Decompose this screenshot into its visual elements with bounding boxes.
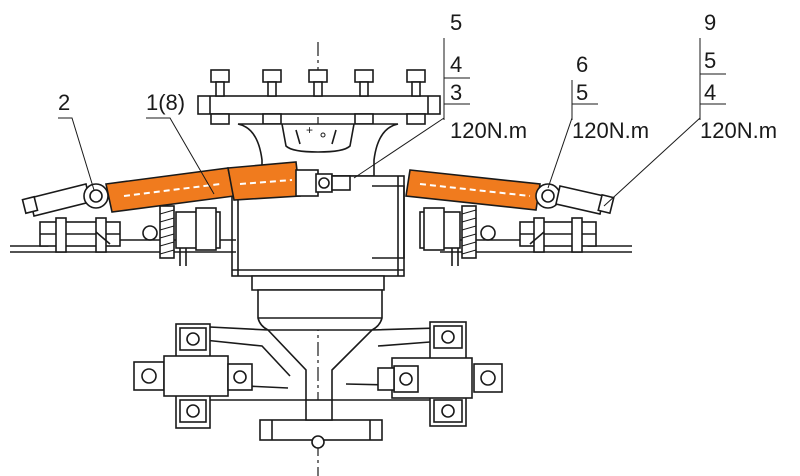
callout-9: 9	[704, 10, 716, 35]
stack-right-torque: 120N.m	[700, 118, 777, 143]
leader-lines	[58, 38, 701, 207]
hatched-bracket-right	[461, 205, 496, 259]
stack-mid-row-1: 5	[576, 80, 588, 105]
stack-separators	[444, 73, 726, 105]
stack-center-row-2: 3	[450, 80, 462, 105]
callout-5: 5	[450, 10, 462, 35]
stack-right-row-1: 5	[704, 48, 716, 73]
callout-6: 6	[576, 52, 588, 77]
callout-1-8: 1(8)	[146, 90, 185, 115]
stack-center-torque: 120N.m	[450, 118, 527, 143]
bearing-block-right	[377, 321, 503, 427]
joint-center	[295, 169, 351, 197]
left-base-plate	[10, 207, 236, 266]
top-flange	[197, 69, 441, 125]
left-actuator	[21, 183, 109, 217]
svg-text:+: +	[306, 123, 313, 137]
stack-center-row-1: 4	[450, 52, 462, 77]
right-actuator	[535, 183, 615, 215]
stack-mid-torque: 120N.m	[572, 118, 649, 143]
orange-beam-right	[405, 169, 541, 211]
right-base-plate	[419, 207, 632, 266]
bearing-block-left	[133, 323, 253, 429]
orange-beam-left-2	[227, 161, 301, 201]
stack-right-row-2: 4	[704, 80, 716, 105]
hatched-bracket-left	[142, 205, 175, 259]
callout-2: 2	[58, 90, 70, 115]
flange-bolts-top	[210, 69, 426, 97]
